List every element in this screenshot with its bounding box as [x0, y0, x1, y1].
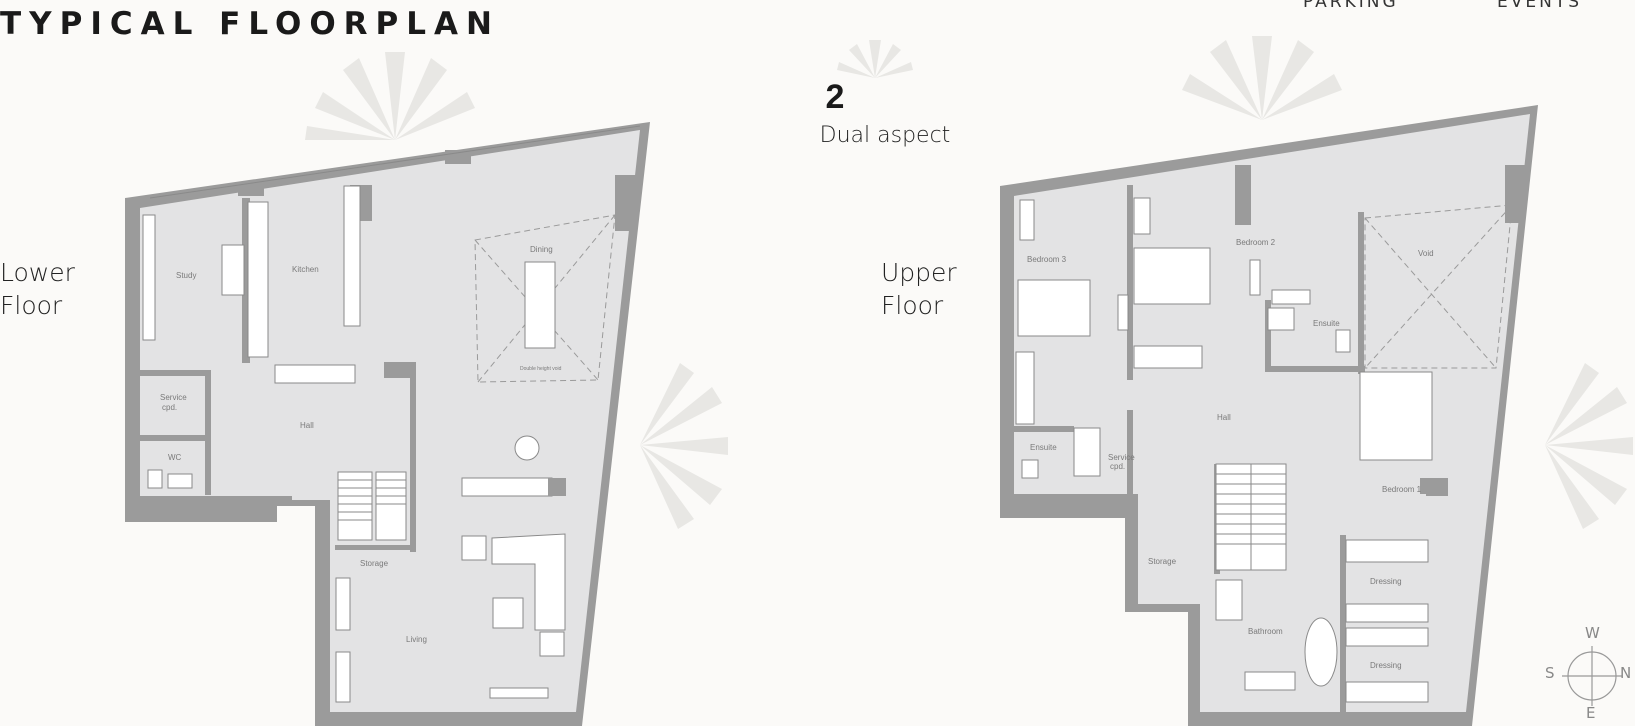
nav-events[interactable]: EVENTS [1497, 0, 1583, 12]
lower-floor-plan [125, 122, 650, 726]
dining-note: Double height void [520, 366, 562, 372]
room-bathroom: Bathroom [1248, 627, 1283, 636]
sun-rays-icon [305, 36, 1633, 529]
room-ensuite-b: Ensuite [1030, 443, 1057, 452]
room-dressing-b: Dressing [1370, 661, 1402, 670]
room-ensuite-a: Ensuite [1313, 319, 1340, 328]
room-dining: Dining [530, 245, 553, 254]
nav-parking[interactable]: PARKING [1303, 0, 1399, 12]
room-hall-upper: Hall [1217, 413, 1231, 422]
room-dressing-a: Dressing [1370, 577, 1402, 586]
aspect-label: Dual aspect [819, 123, 951, 148]
room-living: Living [406, 635, 427, 644]
room-service-upper: Service [1108, 453, 1135, 462]
room-study: Study [176, 271, 196, 280]
upper-floor-label: Upper Floor [881, 258, 957, 320]
room-service-cpd: cpd. [162, 403, 177, 412]
room-void: Void [1418, 249, 1434, 258]
room-hall: Hall [300, 421, 314, 430]
compass-n: N [1620, 664, 1632, 682]
room-kitchen: Kitchen [292, 265, 319, 274]
upper-floor-plan [1000, 105, 1538, 726]
page-title: TYPICAL FLOORPLAN [0, 6, 500, 42]
aspect-count: 2 [825, 78, 845, 116]
room-wc: WC [168, 453, 182, 462]
room-bedroom2: Bedroom 2 [1236, 238, 1276, 247]
compass-e: E [1586, 704, 1596, 722]
room-service: Service [160, 393, 187, 402]
room-bedroom1: Bedroom 1 [1382, 485, 1422, 494]
compass-s: S [1545, 664, 1555, 682]
room-service-upper-cpd: cpd. [1110, 462, 1125, 471]
compass-icon [1562, 646, 1622, 706]
room-bedroom3: Bedroom 3 [1027, 255, 1067, 264]
room-storage-upper: Storage [1148, 557, 1177, 566]
compass-w: W [1585, 624, 1600, 642]
room-storage: Storage [360, 559, 389, 568]
lower-floor-label: Lower Floor [0, 258, 75, 320]
